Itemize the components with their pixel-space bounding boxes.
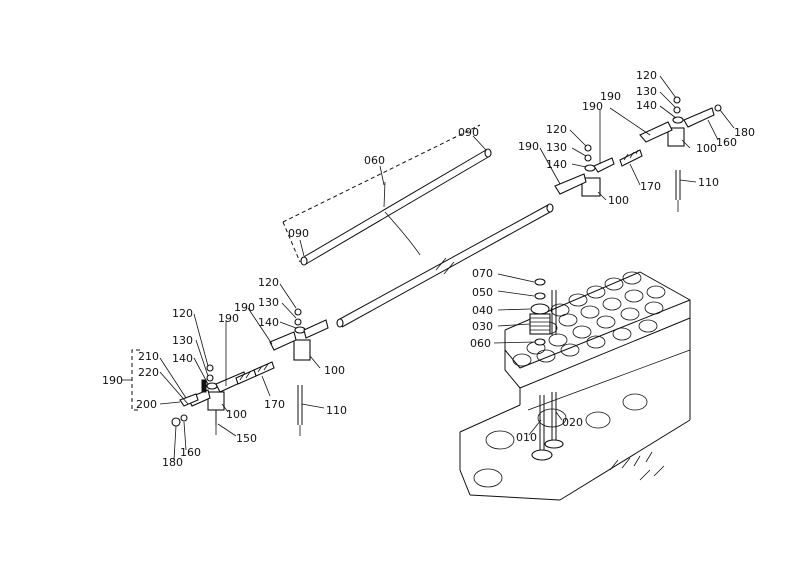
label-180: 180 — [734, 126, 755, 139]
label-040: 040 — [472, 304, 493, 317]
label-070: 070 — [472, 267, 493, 280]
label-140: 140 — [546, 158, 567, 171]
label-210: 210 — [138, 350, 159, 363]
label-060: 060 — [470, 337, 491, 350]
label-220: 220 — [138, 366, 159, 379]
part-labels: 060 090 090 120 130 140 190 100 160 180 … — [102, 69, 755, 469]
label-100: 100 — [696, 142, 717, 155]
label-140: 140 — [636, 99, 657, 112]
label-090: 090 — [288, 227, 309, 240]
label-090: 090 — [458, 126, 479, 139]
label-160: 160 — [180, 446, 201, 459]
label-190: 190 — [234, 301, 255, 314]
label-120: 120 — [546, 123, 567, 136]
label-200: 200 — [136, 398, 157, 411]
rocker-cluster-left — [131, 349, 257, 435]
label-060: 060 — [364, 154, 385, 167]
label-100: 100 — [608, 194, 629, 207]
label-140: 140 — [172, 352, 193, 365]
label-180: 180 — [162, 456, 183, 469]
rocker-cluster-right — [619, 96, 722, 212]
rocker-shaft-assembly — [282, 124, 492, 266]
label-140: 140 — [258, 316, 279, 329]
label-110: 110 — [698, 176, 719, 189]
label-150: 150 — [236, 432, 257, 445]
label-120: 120 — [636, 69, 657, 82]
label-130: 130 — [258, 296, 279, 309]
label-190: 190 — [518, 140, 539, 153]
label-190: 190 — [218, 312, 239, 325]
label-120: 120 — [172, 307, 193, 320]
label-130: 130 — [546, 141, 567, 154]
label-100: 100 — [324, 364, 345, 377]
label-170: 170 — [264, 398, 285, 411]
cylinder-head — [459, 271, 691, 501]
label-020: 020 — [562, 416, 583, 429]
label-010: 010 — [516, 431, 537, 444]
label-120: 120 — [258, 276, 279, 289]
label-160: 160 — [716, 136, 737, 149]
label-170: 170 — [640, 180, 661, 193]
label-130: 130 — [636, 85, 657, 98]
label-130: 130 — [172, 334, 193, 347]
label-050: 050 — [472, 286, 493, 299]
label-190: 190 — [600, 90, 621, 103]
rocker-cluster-center-left — [253, 308, 329, 436]
label-190: 190 — [582, 100, 603, 113]
label-100: 100 — [226, 408, 247, 421]
rocker-cluster-center-right — [554, 144, 615, 197]
leader-lines — [122, 75, 735, 461]
valve-assembly — [529, 278, 564, 461]
label-190: 190 — [102, 374, 123, 387]
label-110: 110 — [326, 404, 347, 417]
label-030: 030 — [472, 320, 493, 333]
main-rocker-shaft — [336, 203, 554, 328]
